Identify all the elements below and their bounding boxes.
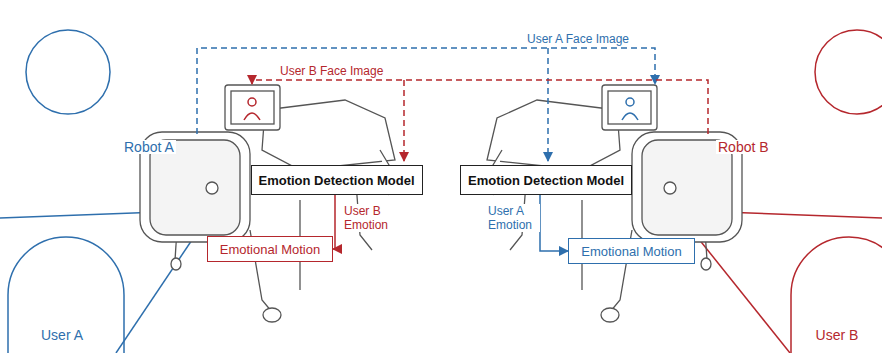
view-line — [0, 212, 160, 218]
view-line — [690, 228, 790, 353]
view-line — [722, 212, 882, 218]
edge-label: User B Emotion — [342, 204, 406, 232]
emotion-arrow — [333, 195, 335, 249]
box-label: Emotional Motion — [220, 242, 320, 257]
edge-label: User A Emotion — [486, 204, 540, 232]
user-outline — [785, 20, 882, 353]
screen-person-icon — [244, 98, 260, 120]
view-line — [116, 228, 200, 353]
user-name: User A — [41, 327, 83, 343]
process-box: Emotion Detection Model — [251, 165, 423, 195]
line-label: User B Face Image — [278, 64, 385, 78]
screen-person-icon — [622, 98, 638, 120]
box-label: Emotional Motion — [581, 244, 681, 259]
emotion-arrow — [540, 195, 568, 251]
user-figure: User A — [0, 20, 140, 353]
face-image-line — [197, 48, 655, 134]
face-image-line — [403, 80, 405, 161]
robot-name: Robot B — [716, 140, 771, 154]
line-label: User A Face Image — [525, 32, 631, 46]
user-outline — [0, 20, 140, 353]
user-figure: User B — [785, 20, 882, 353]
box-label: Emotion Detection Model — [468, 173, 624, 188]
robot-b — [487, 85, 742, 322]
process-box: Emotional Motion — [568, 238, 695, 264]
process-box: Emotion Detection Model — [460, 165, 632, 195]
box-label: Emotion Detection Model — [259, 173, 415, 188]
face-image-line — [252, 80, 708, 134]
user-name: User B — [816, 327, 859, 343]
process-box: Emotional Motion — [207, 236, 333, 262]
face-image-line — [547, 48, 549, 161]
robot-name: Robot A — [122, 140, 176, 154]
